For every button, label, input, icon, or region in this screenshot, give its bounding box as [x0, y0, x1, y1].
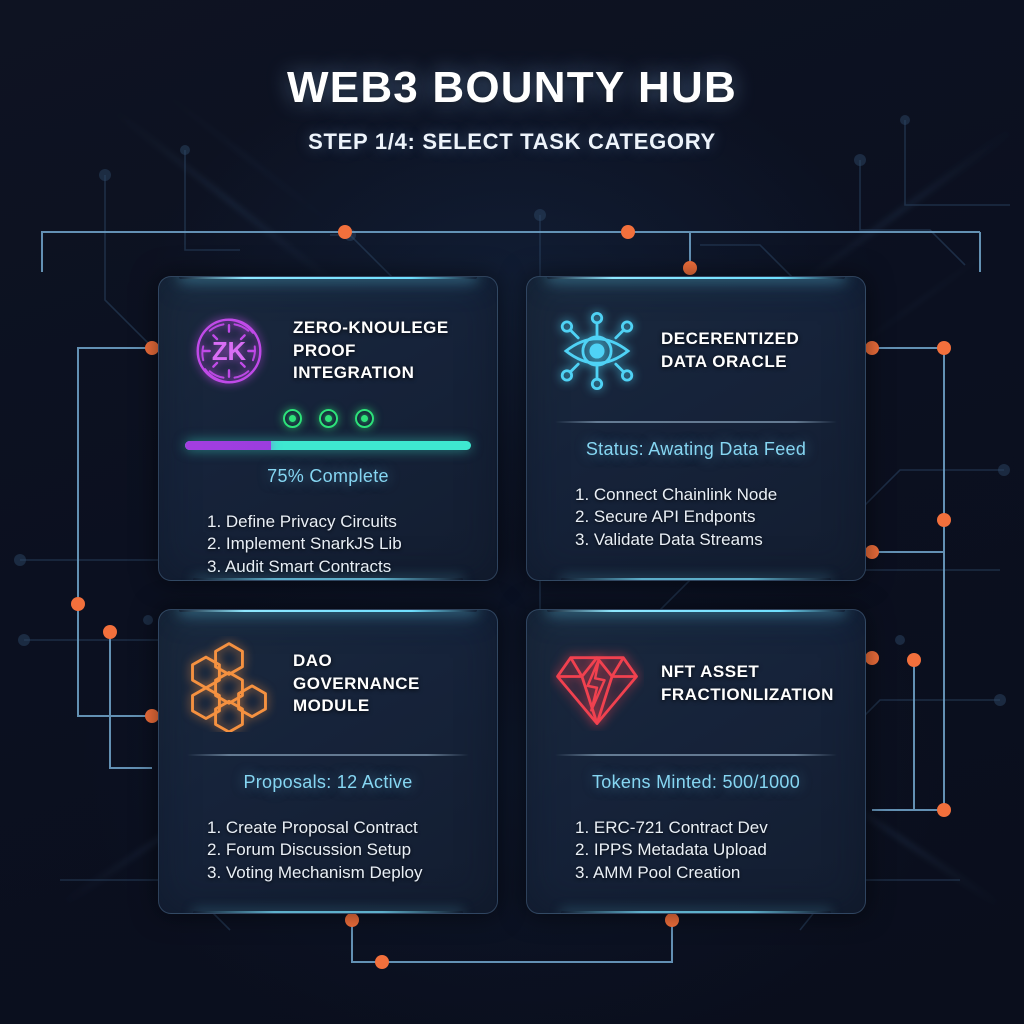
status-text: Proposals: 12 Active	[243, 772, 413, 792]
task-item: 3. Validate Data Streams	[575, 529, 763, 549]
step-dot	[282, 409, 302, 428]
card-title: ZERO-KNOULEGE PROOF INTEGRATION	[293, 318, 449, 383]
task-item: 1. Connect Chainlink Node	[575, 485, 778, 504]
card-title: NFT ASSET FRACTIONLIZATION	[661, 662, 834, 704]
status-text: Status: Awating Data Feed	[585, 439, 807, 459]
card-divider	[555, 754, 837, 756]
card-dao-governance[interactable]: DAO GOVERNANCE MODULE Proposals: 12 Acti…	[158, 609, 498, 914]
card-header: DECERENTIZED DATA ORACLE	[549, 303, 843, 399]
task-item: 1. Create Proposal Contract	[207, 818, 418, 837]
oracle-eye-icon	[549, 303, 645, 399]
step-dot	[318, 409, 338, 428]
diamond-icon	[549, 636, 645, 732]
task-item: 3. Audit Smart Contracts	[207, 556, 392, 576]
step-dots	[181, 409, 475, 428]
card-nft-fractionalization[interactable]: NFT ASSET FRACTIONLIZATION Tokens Minted…	[526, 609, 866, 914]
task-item: 1. Define Privacy Circuits	[207, 512, 397, 531]
task-item: 3. AMM Pool Creation	[575, 862, 741, 882]
card-data-oracle[interactable]: DECERENTIZED DATA ORACLE Status: Awating…	[526, 276, 866, 581]
task-item: 2. Forum Discussion Setup	[207, 840, 412, 860]
task-list: 1. Define Privacy Circuits 2. Implement …	[207, 511, 475, 578]
card-zero-knowledge[interactable]: ZK ZERO-KNOULEGE PROOF INTEGRATION 75% C…	[158, 276, 498, 581]
task-item: 1. ERC-721 Contract Dev	[575, 818, 768, 837]
zk-badge-icon: ZK	[181, 303, 277, 399]
task-item: 3. Voting Mechanism Deploy	[207, 862, 423, 882]
task-item: 2. Implement SnarkJS Lib	[207, 534, 402, 554]
progress-bar	[185, 441, 471, 450]
hexagon-cluster-icon	[181, 636, 277, 732]
page-title: WEB3 BOUNTY HUB	[287, 63, 737, 112]
step-dot	[354, 409, 374, 428]
step-subtitle: STEP 1/4: SELECT TASK CATEGORY	[308, 129, 716, 154]
task-list: 1. Create Proposal Contract 2. Forum Dis…	[207, 817, 475, 884]
task-item: 2. Secure API Endponts	[575, 507, 756, 527]
card-header: ZK ZERO-KNOULEGE PROOF INTEGRATION	[181, 303, 475, 399]
card-header: NFT ASSET FRACTIONLIZATION	[549, 636, 843, 732]
status-text: Tokens Minted: 500/1000	[591, 772, 801, 792]
card-divider	[187, 754, 469, 756]
task-list: 1. Connect Chainlink Node 2. Secure API …	[575, 484, 843, 551]
svg-text:ZK: ZK	[212, 338, 247, 366]
card-title: DECERENTIZED DATA ORACLE	[661, 329, 800, 371]
card-divider	[555, 421, 837, 423]
task-list: 1. ERC-721 Contract Dev 2. IPPS Metadata…	[575, 817, 843, 884]
progress-bar-fill	[185, 441, 271, 450]
page-header: WEB3 BOUNTY HUB STEP 1/4: SELECT TASK CA…	[0, 0, 1024, 155]
progress-label: 75% Complete	[267, 466, 389, 486]
task-item: 2. IPPS Metadata Upload	[575, 840, 767, 860]
task-category-grid: ZK ZERO-KNOULEGE PROOF INTEGRATION 75% C…	[158, 276, 866, 918]
card-header: DAO GOVERNANCE MODULE	[181, 636, 475, 732]
card-title: DAO GOVERNANCE MODULE	[293, 651, 420, 716]
